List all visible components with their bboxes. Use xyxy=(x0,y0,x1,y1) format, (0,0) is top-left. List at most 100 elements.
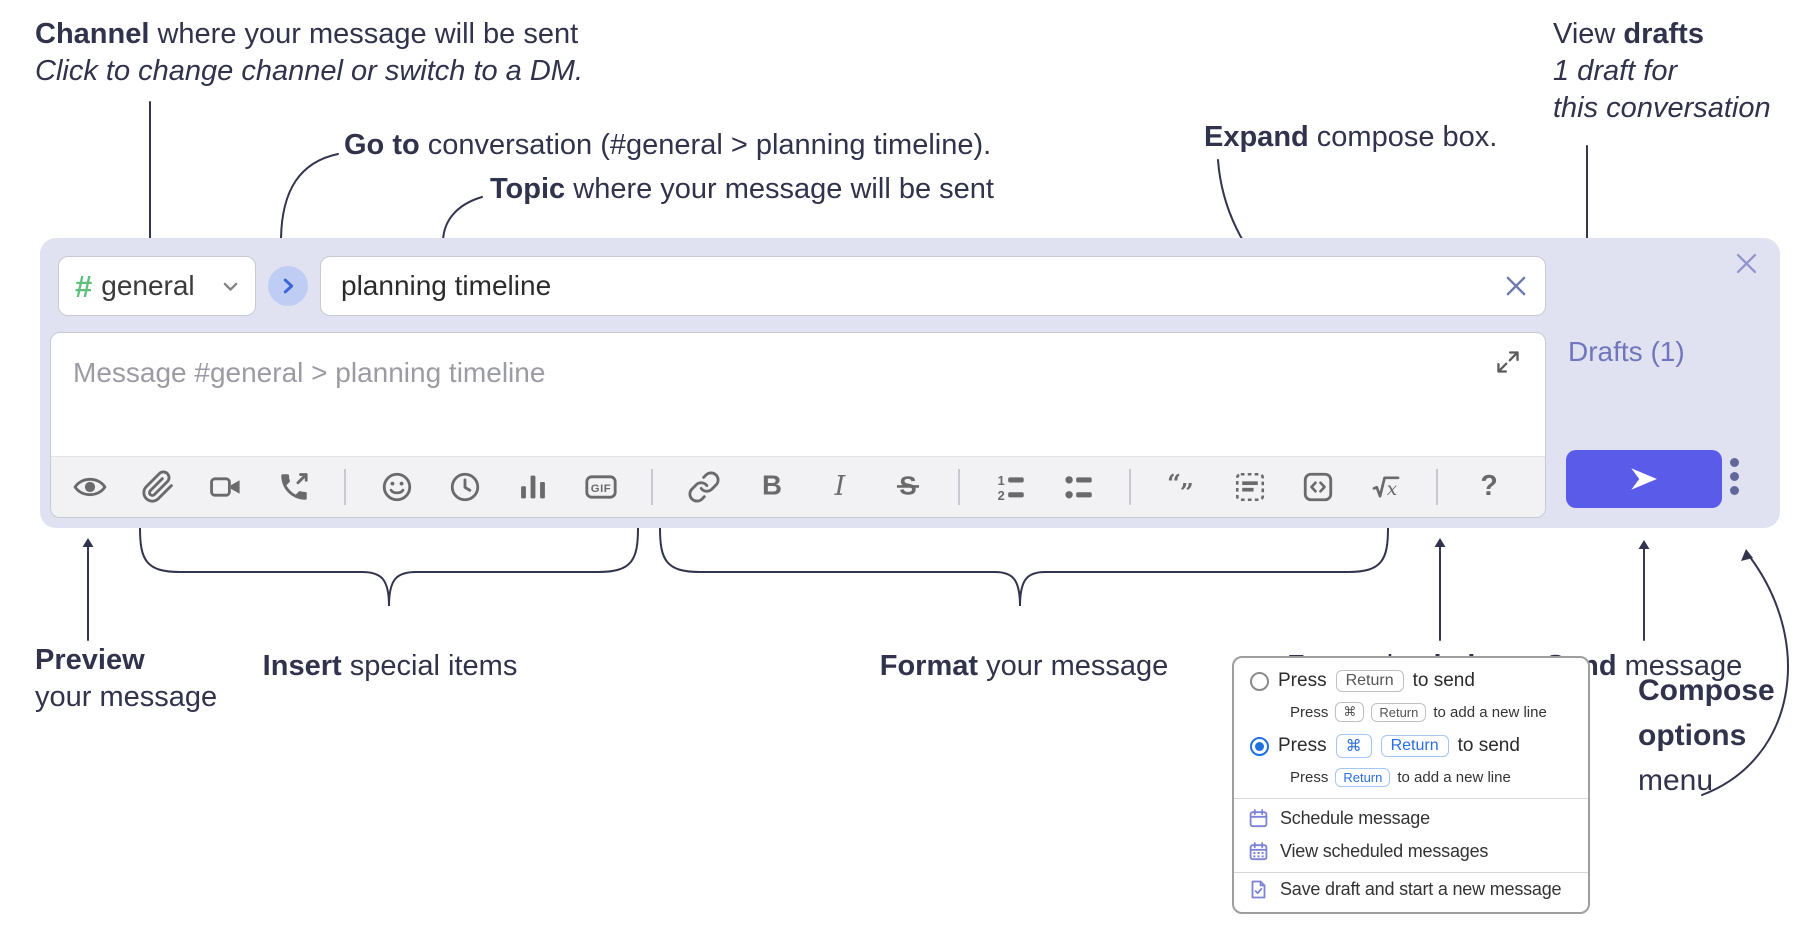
toolbar-divider xyxy=(1436,469,1438,505)
radio-unselected[interactable] xyxy=(1250,671,1269,691)
expand-compose-icon[interactable] xyxy=(1495,349,1521,375)
hash-icon: # xyxy=(75,268,93,304)
code-icon xyxy=(1301,470,1335,504)
menu-item-label: Save draft and start a new message xyxy=(1280,879,1562,899)
toolbar-video-call-button[interactable] xyxy=(208,470,243,505)
clear-topic-icon[interactable] xyxy=(1503,273,1529,299)
toolbar-voice-call-button[interactable] xyxy=(276,470,311,505)
link-icon xyxy=(687,470,721,504)
toolbar-preview-button[interactable] xyxy=(72,470,107,505)
topic-arrow-line xyxy=(442,196,483,241)
toolbar-link-button[interactable] xyxy=(686,470,721,505)
radio-selected[interactable] xyxy=(1250,736,1269,756)
toolbar-spoiler-button[interactable] xyxy=(1232,470,1267,505)
smiley-icon xyxy=(380,470,414,504)
go-to-conversation-button[interactable] xyxy=(268,266,308,306)
toolbar-emoji-button[interactable] xyxy=(379,470,414,505)
channel-annotation: Channel where your message will be sent … xyxy=(35,18,584,87)
message-input[interactable] xyxy=(51,333,1493,467)
goto-annotation: Go to conversation (#general > planning … xyxy=(344,129,992,161)
format-annotation: Format your message xyxy=(879,650,1169,682)
channel-selector[interactable]: # general xyxy=(58,256,256,316)
menu-item-label: Schedule message xyxy=(1280,808,1430,828)
menu-item-view-scheduled-messages[interactable]: View scheduled messages xyxy=(1248,841,1488,862)
topic-field xyxy=(320,256,1546,316)
toolbar-quote-button[interactable]: “” xyxy=(1164,470,1199,505)
drafts-annotation: View drafts 1 draft for this conversatio… xyxy=(1553,18,1771,124)
close-compose-icon[interactable] xyxy=(1733,250,1760,277)
svg-text:1: 1 xyxy=(997,473,1004,488)
toolbar-strikethrough-button[interactable]: S xyxy=(890,470,925,505)
toolbar-code-button[interactable] xyxy=(1300,470,1335,505)
menu-item-schedule-message[interactable]: Schedule message xyxy=(1248,808,1430,829)
channel-name: general xyxy=(101,270,195,301)
drafts-link[interactable]: Drafts (1) xyxy=(1568,336,1685,367)
toolbar-bold-button[interactable]: B xyxy=(754,470,789,505)
cmd-key: ⌘ xyxy=(1335,734,1372,758)
send-option-cmd-return-hint: Press Return to add a new line xyxy=(1290,768,1511,787)
compose-box: # general GIF B I S 12 “” x? xyxy=(40,238,1780,528)
svg-text:I: I xyxy=(833,471,846,502)
send-button[interactable] xyxy=(1566,450,1722,508)
send-option-cmd-return[interactable]: Press ⌘ Return to send xyxy=(1250,734,1520,758)
compose-toolbar: GIF B I S 12 “” x? xyxy=(51,456,1545,517)
paperclip-icon xyxy=(141,470,175,504)
bold-icon: B xyxy=(755,470,789,504)
chevron-down-icon xyxy=(220,276,241,297)
return-key: Return xyxy=(1371,702,1427,722)
goto-arrow-line xyxy=(280,153,339,239)
insert-annotation: Insert special items xyxy=(262,650,518,682)
gif-icon: GIF xyxy=(584,470,618,504)
toolbar-divider xyxy=(651,469,653,505)
toolbar-time-button[interactable] xyxy=(447,470,482,505)
toolbar-poll-button[interactable] xyxy=(515,470,550,505)
expand-annotation: Expand compose box. xyxy=(1204,121,1498,153)
compose-options-button[interactable] xyxy=(1714,454,1754,498)
toolbar-math-button[interactable]: x xyxy=(1368,470,1403,505)
return-key: Return xyxy=(1335,768,1391,787)
svg-text:B: B xyxy=(762,470,782,501)
toolbar-italic-button[interactable]: I xyxy=(822,470,857,505)
eye-icon xyxy=(72,470,107,504)
topic-input[interactable] xyxy=(321,257,1481,315)
ellipsis-dot xyxy=(1729,457,1739,467)
clock-icon xyxy=(448,470,482,504)
menu-item-save-draft-and-start-a-new-message[interactable]: Save draft and start a new message xyxy=(1248,879,1562,900)
bulleted-list-icon xyxy=(1062,470,1096,504)
toolbar-divider xyxy=(344,469,346,505)
preview-annotation: Preview your message xyxy=(35,644,218,713)
menu-divider xyxy=(1234,798,1588,799)
quote-icon: “” xyxy=(1165,470,1199,504)
insert-brace xyxy=(139,527,639,607)
toolbar-formatting-help-button[interactable]: ? xyxy=(1471,470,1506,505)
toolbar-divider xyxy=(958,469,960,505)
chevron-right-icon xyxy=(277,275,299,297)
compose-options-annotation: Compose options menu xyxy=(1638,674,1775,797)
cmd-key: ⌘ xyxy=(1335,702,1365,722)
return-key: Return xyxy=(1380,735,1449,757)
question-icon: ? xyxy=(1472,470,1506,504)
italic-icon: I xyxy=(823,470,857,504)
svg-text:2: 2 xyxy=(997,488,1004,503)
send-option-return[interactable]: Press Return to send xyxy=(1250,670,1475,692)
svg-text:“: “ xyxy=(1167,470,1181,497)
svg-text:GIF: GIF xyxy=(590,483,611,495)
toolbar-divider xyxy=(1129,469,1131,505)
toolbar-gif-button[interactable]: GIF xyxy=(583,470,618,505)
bar-chart-icon xyxy=(516,470,550,504)
toolbar-bulleted-list-button[interactable] xyxy=(1061,470,1096,505)
message-compose-area: GIF B I S 12 “” x? xyxy=(50,332,1546,518)
svg-text:”: ” xyxy=(1179,478,1193,504)
send-icon xyxy=(1629,464,1659,494)
calendar-icon xyxy=(1248,808,1269,829)
send-option-return-hint: Press ⌘ Return to add a new line xyxy=(1290,702,1547,722)
toolbar-attach-file-button[interactable] xyxy=(140,470,175,505)
strikethrough-icon: S xyxy=(891,470,925,504)
topic-annotation: Topic where your message will be sent xyxy=(490,173,994,205)
spoiler-icon xyxy=(1233,470,1267,504)
math-icon: x xyxy=(1369,470,1403,504)
menu-item-label: View scheduled messages xyxy=(1280,841,1489,861)
